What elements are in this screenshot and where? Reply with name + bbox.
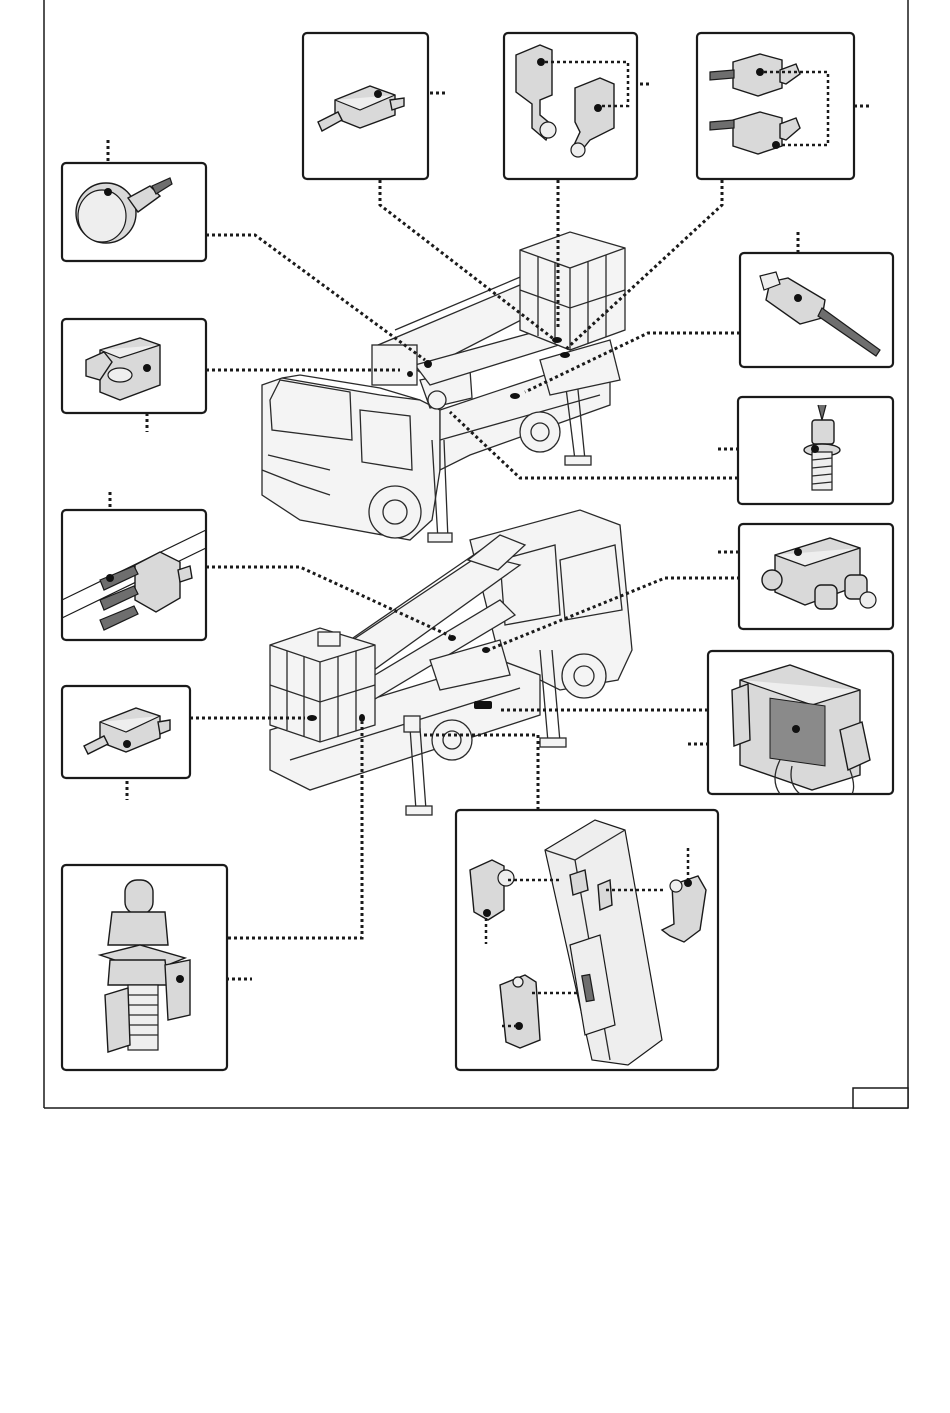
callout-cable-switch-pair-top	[697, 33, 854, 179]
callout-limit-switch-pair-top	[504, 33, 637, 179]
truck-lower	[270, 510, 632, 815]
callout-pressure-switch-bottom	[62, 686, 190, 778]
callout-connector-block	[62, 510, 206, 640]
callout-outrigger-switches	[456, 810, 718, 1070]
callout-valve-block	[739, 524, 893, 629]
callout-pressure-switch-top	[303, 33, 428, 179]
callout-solenoid-valve	[62, 865, 227, 1070]
page-number-box	[853, 1088, 908, 1108]
callout-rod-sensor	[740, 253, 893, 367]
callout-lever-switch	[62, 319, 206, 413]
callout-threaded-sensor	[738, 397, 893, 504]
truck-upper	[262, 232, 625, 542]
callout-control-unit	[708, 651, 893, 794]
callout-round-sensor	[62, 163, 206, 261]
